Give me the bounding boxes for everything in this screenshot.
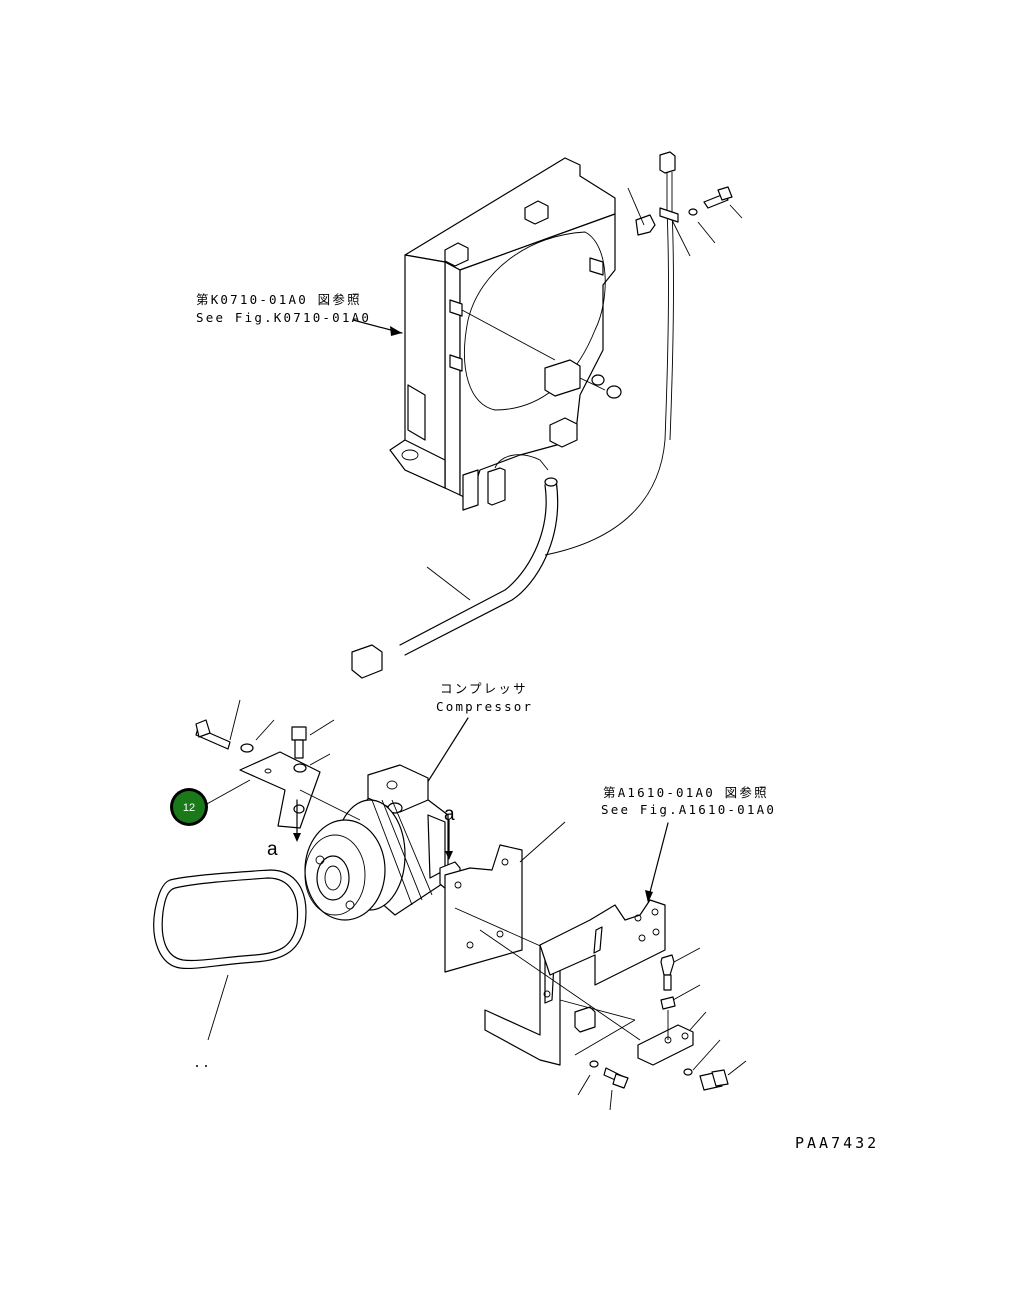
wire-harness — [544, 151, 743, 556]
radiator-ref-en: See Fig.K0710-01A0 — [196, 310, 371, 325]
drive-belt — [153, 869, 307, 1067]
condenser-assembly — [389, 157, 622, 511]
drawing-code: PAA7432 — [795, 1134, 879, 1152]
refrigerant-hose — [351, 477, 559, 679]
callout-12[interactable]: 12 — [170, 779, 251, 826]
view-a-left-label: a — [267, 839, 278, 860]
callout-12-fill — [173, 791, 205, 823]
compressor-jp: コンプレッサ — [440, 681, 528, 696]
radiator-ref-jp: 第K0710-01A0 図参照 — [196, 292, 362, 307]
engine-bracket: 第A1610-01A0 図参照 See Fig.A1610-01A0 — [539, 785, 776, 986]
callout-12-number: 12 — [183, 802, 195, 814]
adjuster-hardware — [577, 947, 747, 1111]
view-a-right-label: a — [444, 804, 455, 825]
bracket-ref-en: See Fig.A1610-01A0 — [601, 802, 776, 817]
bracket-ref-jp: 第A1610-01A0 図参照 — [603, 785, 769, 800]
compressor: コンプレッサ Compressor — [304, 681, 533, 921]
radiator-ref: 第K0710-01A0 図参照 See Fig.K0710-01A0 — [196, 292, 403, 336]
compressor-en: Compressor — [436, 699, 533, 714]
mounting-plate — [195, 699, 453, 860]
